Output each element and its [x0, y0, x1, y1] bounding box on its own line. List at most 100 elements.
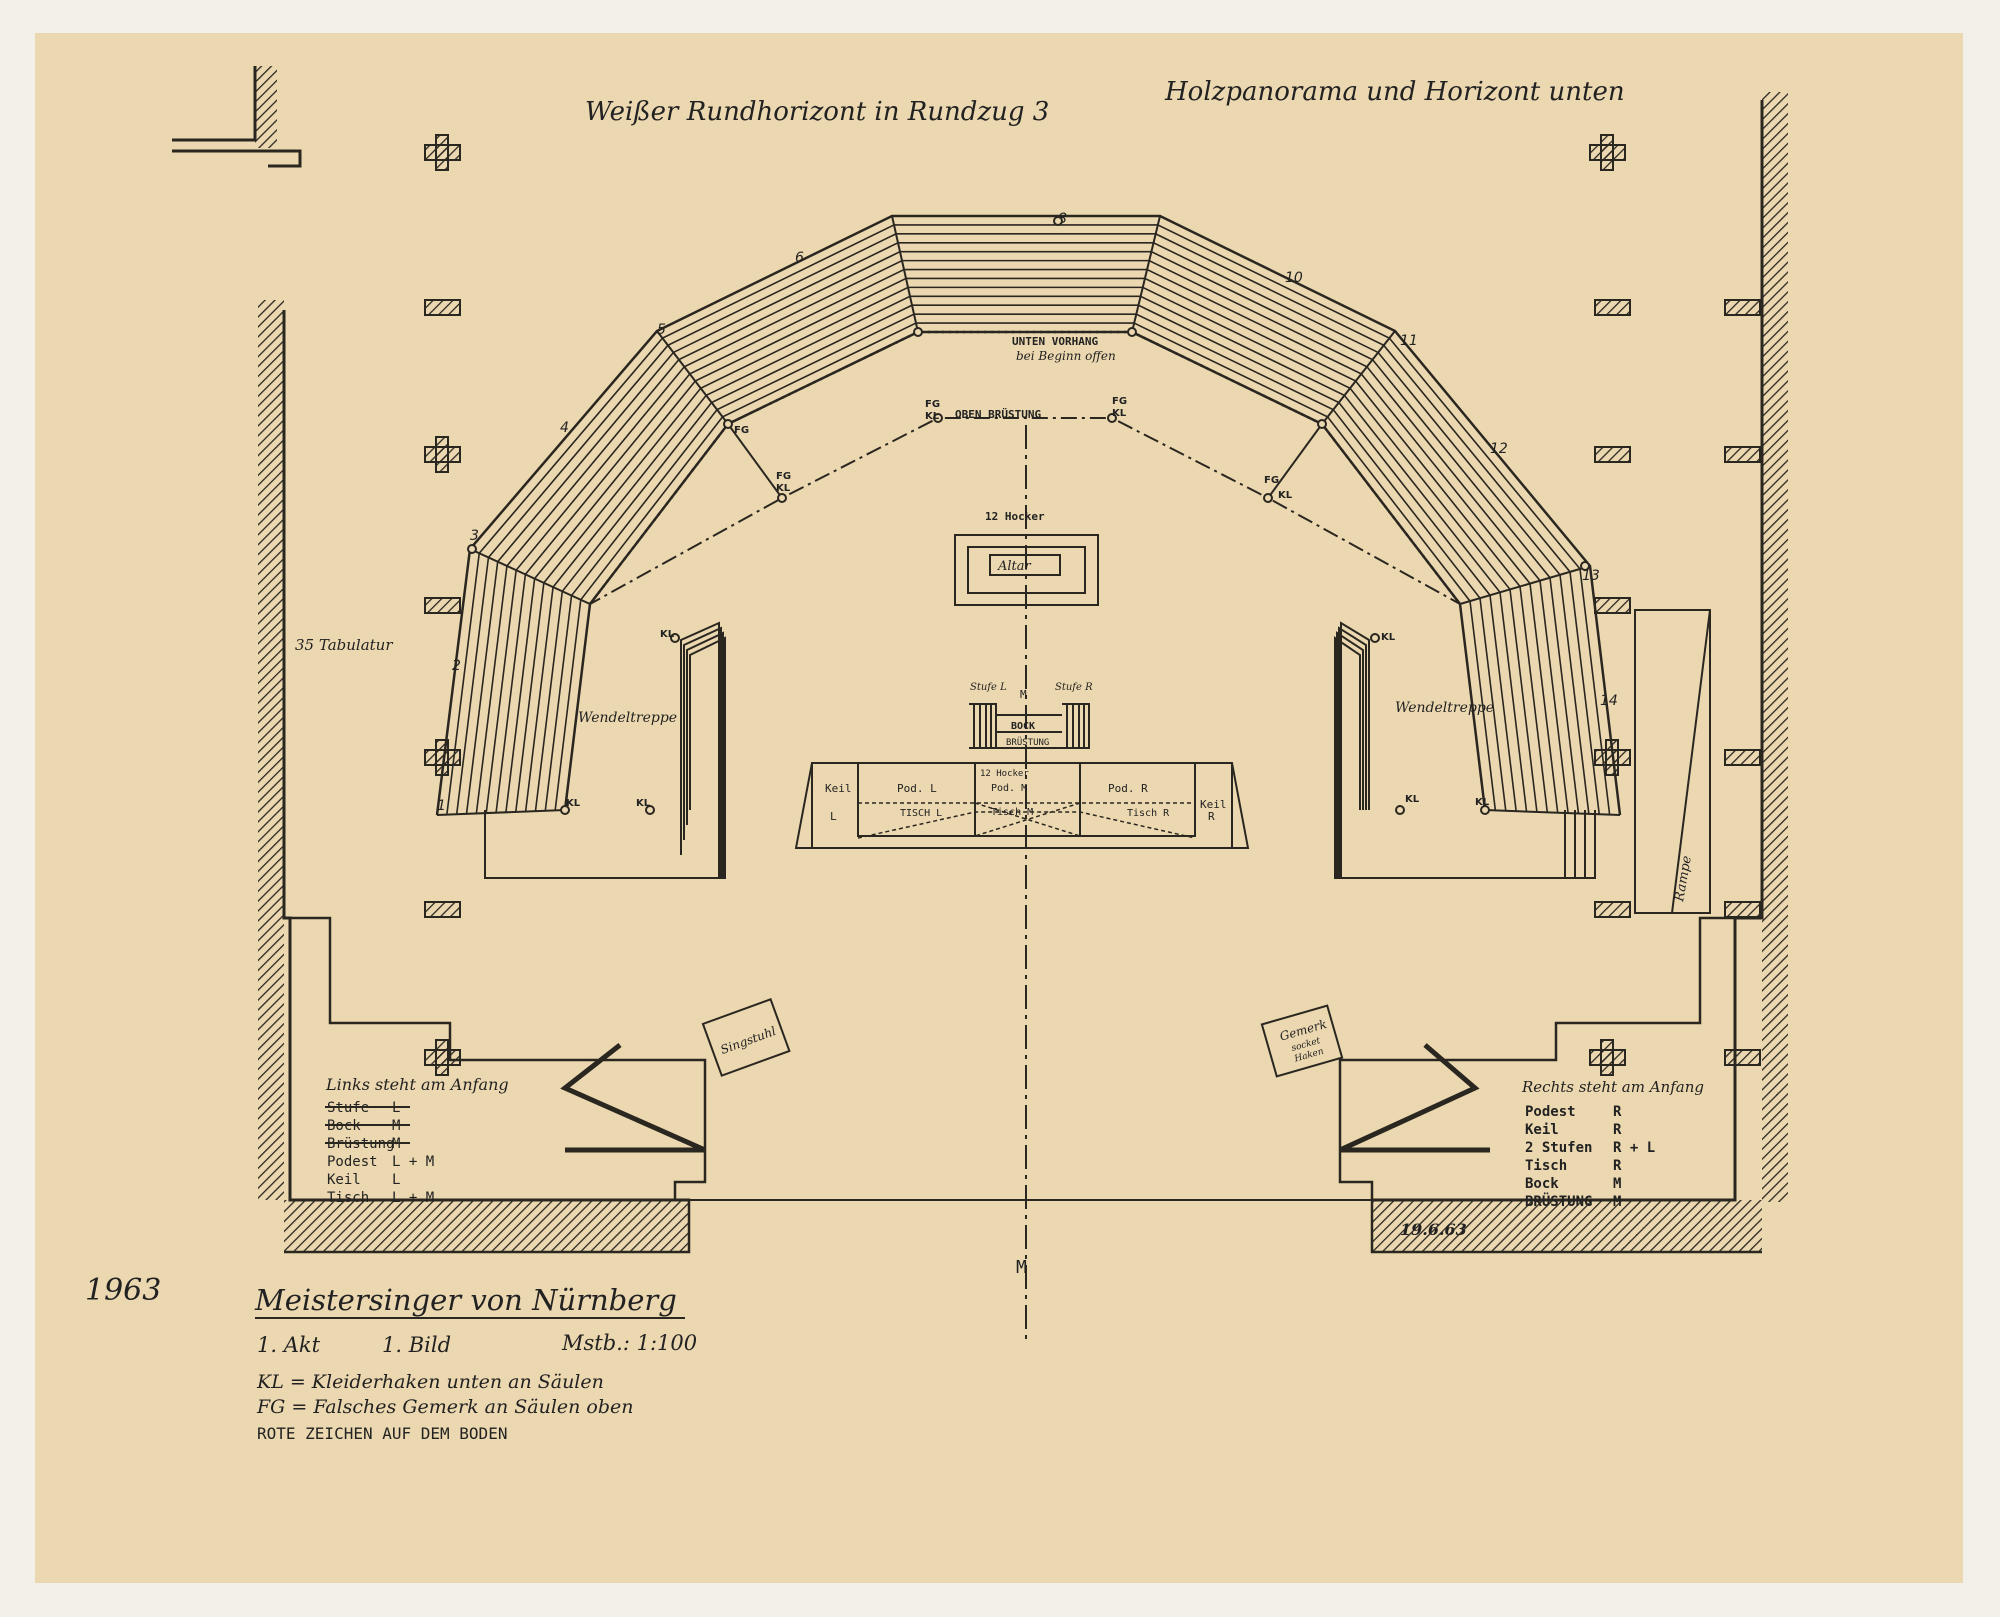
act-label: 1. Akt	[257, 1333, 321, 1357]
kl-mark: KL	[636, 798, 651, 809]
grandstand-row	[554, 322, 1497, 811]
row-number: 3	[470, 528, 479, 544]
kl-mark: KL	[776, 483, 791, 494]
balustrade-small-label: BRÜSTUNG	[1006, 737, 1049, 748]
note-left-item-name: Podest	[327, 1154, 378, 1170]
table-m-label: Tisch M	[991, 807, 1033, 818]
legend-red-marks: ROTE ZEICHEN AUF DEM BODEN	[257, 1424, 507, 1443]
kl-mark: KL	[925, 411, 940, 422]
fg-mark: FG	[1264, 475, 1279, 486]
column-markers	[424, 134, 1761, 1076]
grandstand-row	[544, 313, 1507, 811]
notes-right-heading: Rechts steht am Anfang	[1521, 1078, 1704, 1096]
kl-mark: KL	[1405, 794, 1420, 805]
header-right-text: Holzpanorama und Horizont unten	[1164, 77, 1625, 107]
grandstand-row	[534, 304, 1517, 812]
stair-base-left	[484, 621, 720, 879]
legend-fg: FG = Falsches Gemerk an Säulen oben	[256, 1396, 634, 1418]
fg-mark: FG	[776, 471, 791, 482]
note-right-item-side: R	[1613, 1158, 1622, 1174]
wedge-l-label: Keil	[825, 782, 852, 795]
drawing-title: Meistersinger von Nürnberg	[254, 1283, 677, 1317]
center-mark-label: M	[1016, 1257, 1027, 1278]
altar-label: Altar	[997, 559, 1032, 574]
fg-mark: FG	[925, 399, 940, 410]
bock-label: BOCK	[1011, 721, 1035, 732]
curtain-note: bei Beginn offen	[1016, 349, 1116, 363]
tabulatur-label: 35 Tabulatur	[295, 636, 393, 654]
scale-label: Mstb.: 1:100	[561, 1331, 697, 1355]
kl-mark: KL	[566, 798, 581, 809]
grandstand-row	[495, 268, 1559, 813]
grandstand-row	[465, 241, 1590, 814]
stair-base-right	[1336, 631, 1576, 879]
step-l-label: Stufe L	[970, 682, 1007, 693]
downstage-outline	[290, 916, 1735, 1201]
step-r-label: Stufe R	[1055, 682, 1093, 693]
row-number: 1	[437, 798, 446, 814]
kl-mark: KL	[1112, 408, 1127, 419]
curtain-label: UNTEN VORHANG	[1012, 335, 1098, 348]
kl-mark: KL	[1381, 632, 1396, 643]
note-right-item-name: Tisch	[1525, 1158, 1567, 1174]
legend-kl: KL = Kleiderhaken unten an Säulen	[256, 1371, 604, 1393]
grandstand-row	[514, 286, 1538, 813]
grandstand-divider	[436, 809, 566, 816]
fg-kl-marks: FG FG KL FG KL FG KL FG KL KL KL KL KL K…	[566, 396, 1490, 809]
year-label: 1963	[85, 1273, 161, 1308]
grandstand-divider	[469, 548, 591, 605]
podium-m-label: Pod. M	[991, 783, 1027, 794]
stools-label-top: 12 Hocker	[985, 510, 1045, 523]
column-points	[467, 216, 1590, 815]
balustrade-label: OBEN BRÜSTUNG	[955, 407, 1041, 421]
stair-base-right	[1338, 626, 1586, 879]
scene-label: 1. Bild	[382, 1333, 451, 1357]
podium-block: Keil L Pod. L 12 Hocker Pod. M Pod. R Ke…	[794, 762, 1250, 849]
grandstand-row	[435, 214, 1622, 816]
grandstand-row	[524, 295, 1528, 812]
grandstand-divider	[1131, 215, 1161, 333]
grandstand-row	[446, 224, 1611, 815]
podium-r-label: Pod. R	[1108, 782, 1148, 795]
note-right-item-side: M	[1613, 1194, 1621, 1210]
grandstand-row	[485, 259, 1569, 814]
stair-base-right	[1334, 636, 1566, 879]
note-left-item-side: L + M	[392, 1154, 434, 1170]
notes-left-heading: Links steht am Anfang	[325, 1075, 509, 1094]
spiral-stair-right: Wendeltreppe	[1395, 700, 1494, 716]
grandstand-row	[505, 277, 1549, 813]
notes-left: Links steht am Anfang StufeLBockMBrüstun…	[325, 1075, 509, 1206]
header-left-text: Weißer Rundhorizont in Rundzug 3	[585, 97, 1049, 127]
step-m-label: M	[1020, 688, 1027, 701]
note-left-item-side: L + M	[392, 1190, 434, 1206]
wedge-r-label: Keil	[1200, 798, 1227, 811]
stools-label-mid: 12 Hocker	[980, 769, 1029, 779]
note-right-item-side: R	[1613, 1122, 1622, 1138]
note-right-item-name: Podest	[1525, 1104, 1576, 1120]
grandstand-divider	[891, 215, 919, 333]
spiral-stair-left: Wendeltreppe	[578, 710, 677, 726]
row-number: 6	[795, 250, 804, 266]
note-right-item-name: 2 Stufen	[1525, 1140, 1592, 1156]
row-number: 10	[1285, 270, 1303, 286]
balustrade	[564, 330, 1486, 811]
stair-base-right	[1340, 621, 1596, 879]
row-number: 4	[560, 420, 569, 436]
table-l-label: TISCH L	[900, 808, 942, 819]
grandstand-row	[475, 250, 1580, 814]
note-right-item-side: R + L	[1613, 1140, 1655, 1156]
wedge-r-side: R	[1208, 810, 1215, 823]
grandstand-rows	[435, 214, 1622, 879]
row-number: 2	[452, 658, 461, 674]
grandstand-row	[455, 233, 1601, 815]
note-right-item-name: Bock	[1525, 1176, 1559, 1192]
note-left-item-name: Keil	[327, 1172, 361, 1188]
row-number: 13	[1582, 568, 1600, 584]
row-number: 12	[1490, 441, 1508, 457]
kl-mark: KL	[1278, 490, 1293, 501]
paper-background	[35, 33, 1963, 1583]
row-number: 11	[1400, 333, 1418, 349]
kl-mark: KL	[1475, 797, 1490, 808]
